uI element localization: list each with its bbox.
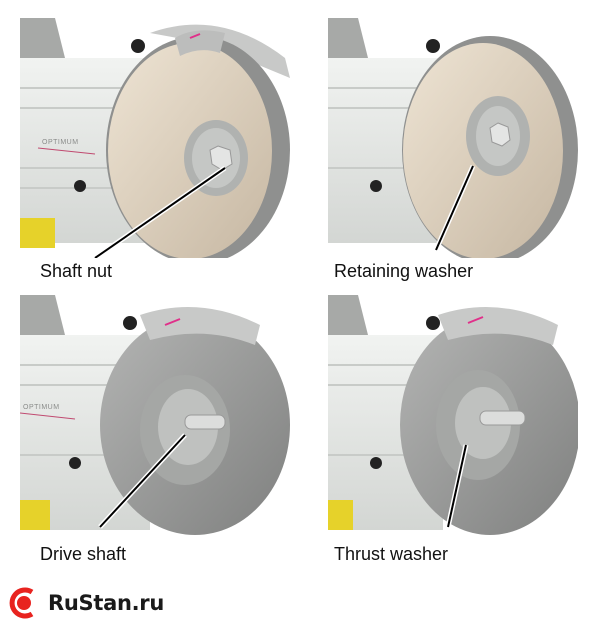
logo-text: RuStan.ru [48,591,164,615]
panel-thrust-washer [328,295,598,535]
part-label: Retaining washer [334,261,474,281]
housing-brand-text: OPTIMUM [23,404,60,411]
panel-shaft-nut: OPTIMUM [20,18,290,264]
grinder-illustration: OPTIMUM [20,18,290,264]
part-label: Thrust washer [334,544,449,564]
panel-retaining-washer [328,18,598,264]
grinder-illustration [328,18,578,264]
grinder-illustration [328,295,580,535]
panel-drive-shaft: OPTIMUM [19,295,290,535]
part-label: Drive shaft [40,544,127,564]
rustan-logo-icon [9,587,34,619]
rustan-logo[interactable]: RuStan.ru [6,586,164,620]
grinder-illustration: OPTIMUM [19,295,290,535]
part-label: Shaft nut [40,261,113,281]
housing-brand-text: OPTIMUM [42,139,79,146]
